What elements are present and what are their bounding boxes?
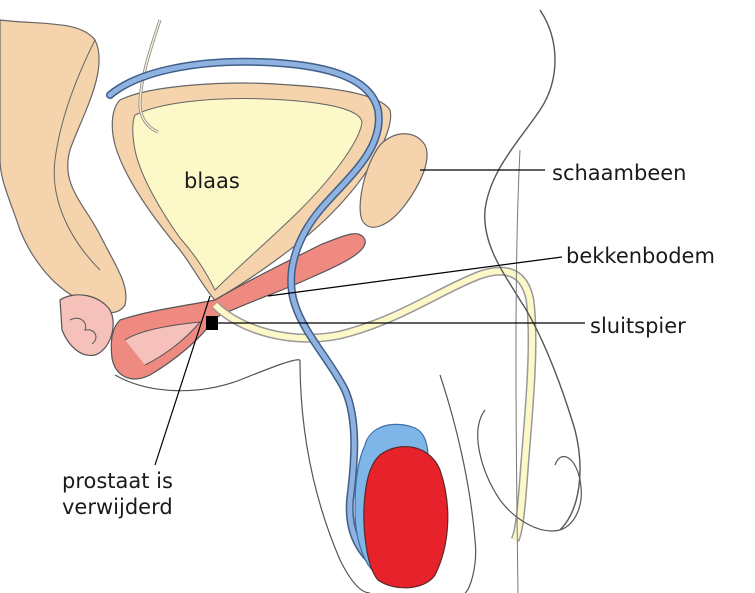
label-prostate-removed: prostaat is verwijderd — [62, 468, 173, 521]
sphincter-marker — [206, 316, 218, 330]
sacrum-bone — [0, 20, 126, 313]
label-prostate-line1: prostaat is — [62, 468, 173, 494]
label-prostate-line2: verwijderd — [62, 494, 173, 520]
label-pubic-bone: schaambeen — [552, 160, 686, 186]
label-bladder: blaas — [184, 168, 240, 194]
label-sphincter: sluitspier — [590, 313, 686, 339]
testis — [364, 447, 448, 588]
label-pelvic-floor: bekkenbodem — [566, 243, 715, 269]
rectum-region — [60, 295, 113, 356]
